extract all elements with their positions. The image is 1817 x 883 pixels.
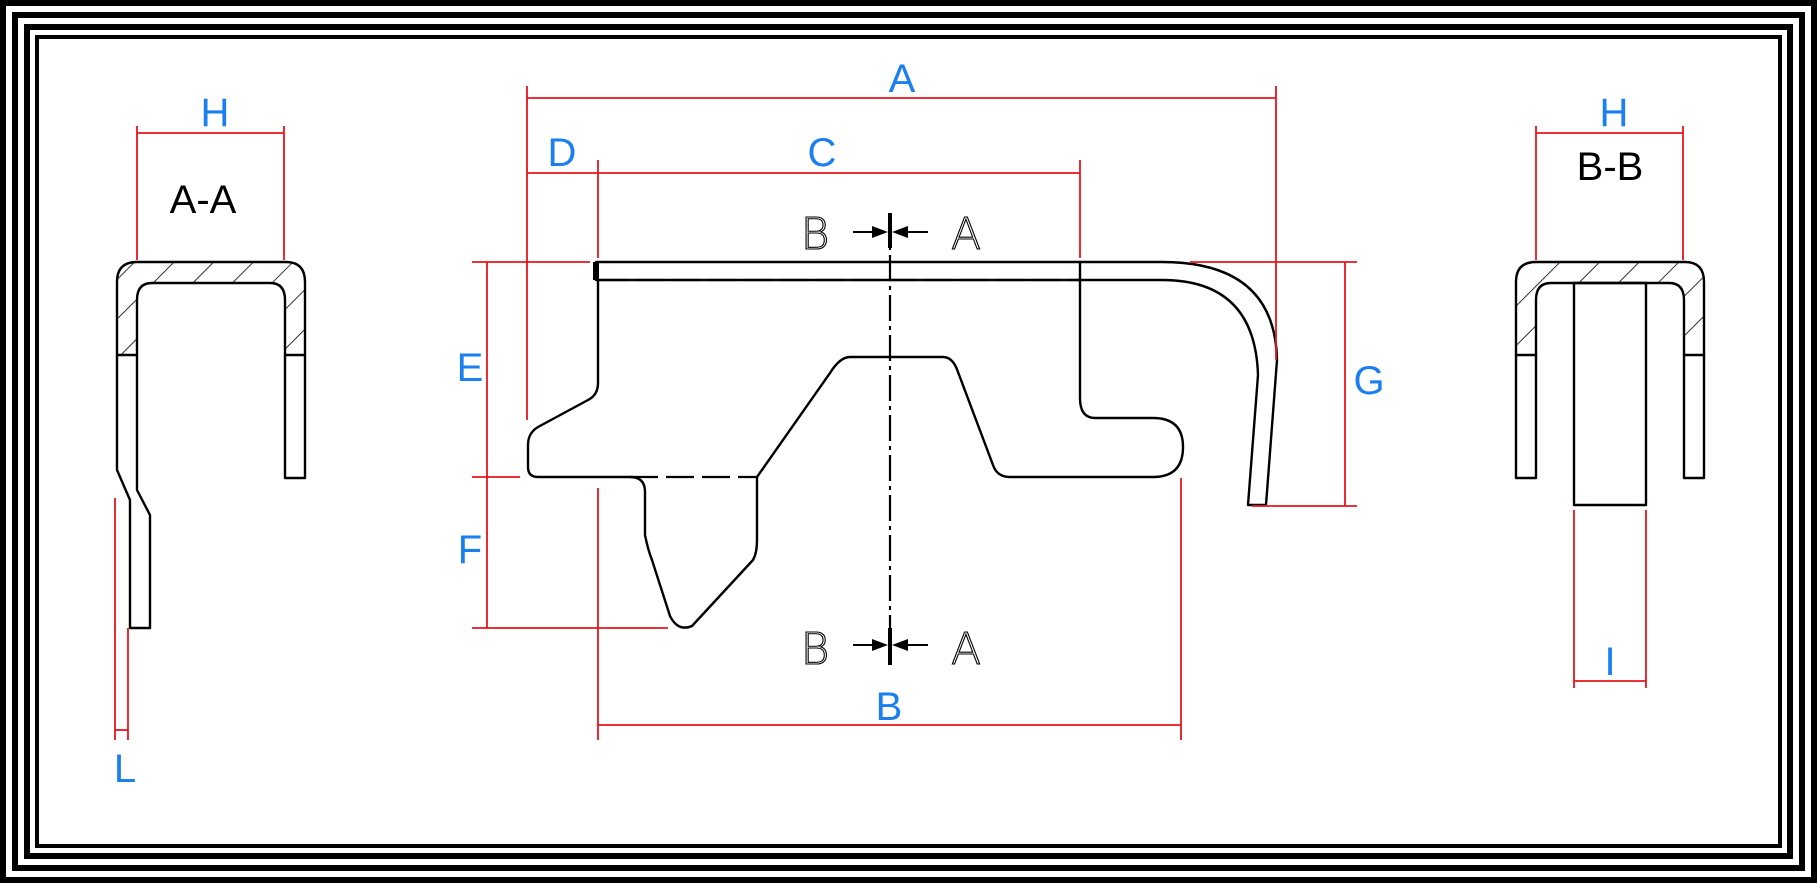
- dimension-label-b: B: [876, 685, 903, 729]
- dimension-label-h-right: H: [1600, 91, 1629, 135]
- dimension-label-f: F: [458, 528, 482, 572]
- body-outline: [526, 260, 1185, 629]
- main-view: [526, 213, 1279, 665]
- dimension-label-c: C: [808, 131, 837, 175]
- dimension-label-e: E: [457, 346, 484, 390]
- cut-arrow-top-right: [892, 226, 928, 238]
- section-aa-hatched-area: [117, 262, 305, 355]
- dimension-label-a: A: [889, 57, 916, 101]
- dimension-label-g: G: [1353, 359, 1384, 403]
- cut-label-bottom-right: A: [951, 624, 981, 675]
- dimension-label-l: L: [114, 747, 136, 791]
- section-bb-outline: [1514, 260, 1706, 480]
- section-bb-view: [1514, 260, 1706, 507]
- cut-label-top-left: B: [801, 209, 830, 260]
- cut-arrow-top-left: [853, 226, 888, 238]
- top-plate-outline: [594, 260, 1279, 507]
- dimension-label-i: I: [1604, 640, 1615, 684]
- section-bb-tab: [1572, 281, 1648, 507]
- dimension-label-h-left: H: [201, 91, 230, 135]
- dimension-label-d: D: [548, 131, 577, 175]
- cut-arrow-bottom-right: [892, 639, 928, 651]
- cut-label-top-right: A: [951, 209, 981, 260]
- section-bb-title: B-B: [1577, 145, 1644, 189]
- section-aa-title: A-A: [170, 178, 237, 222]
- section-aa-view: [115, 260, 307, 630]
- section-aa-outline: [115, 260, 307, 630]
- dimension-lines: [114, 86, 1684, 740]
- cut-arrow-bottom-left: [853, 639, 888, 651]
- section-bb-hatched-area: [1516, 262, 1704, 355]
- cut-label-bottom-left: B: [801, 624, 830, 675]
